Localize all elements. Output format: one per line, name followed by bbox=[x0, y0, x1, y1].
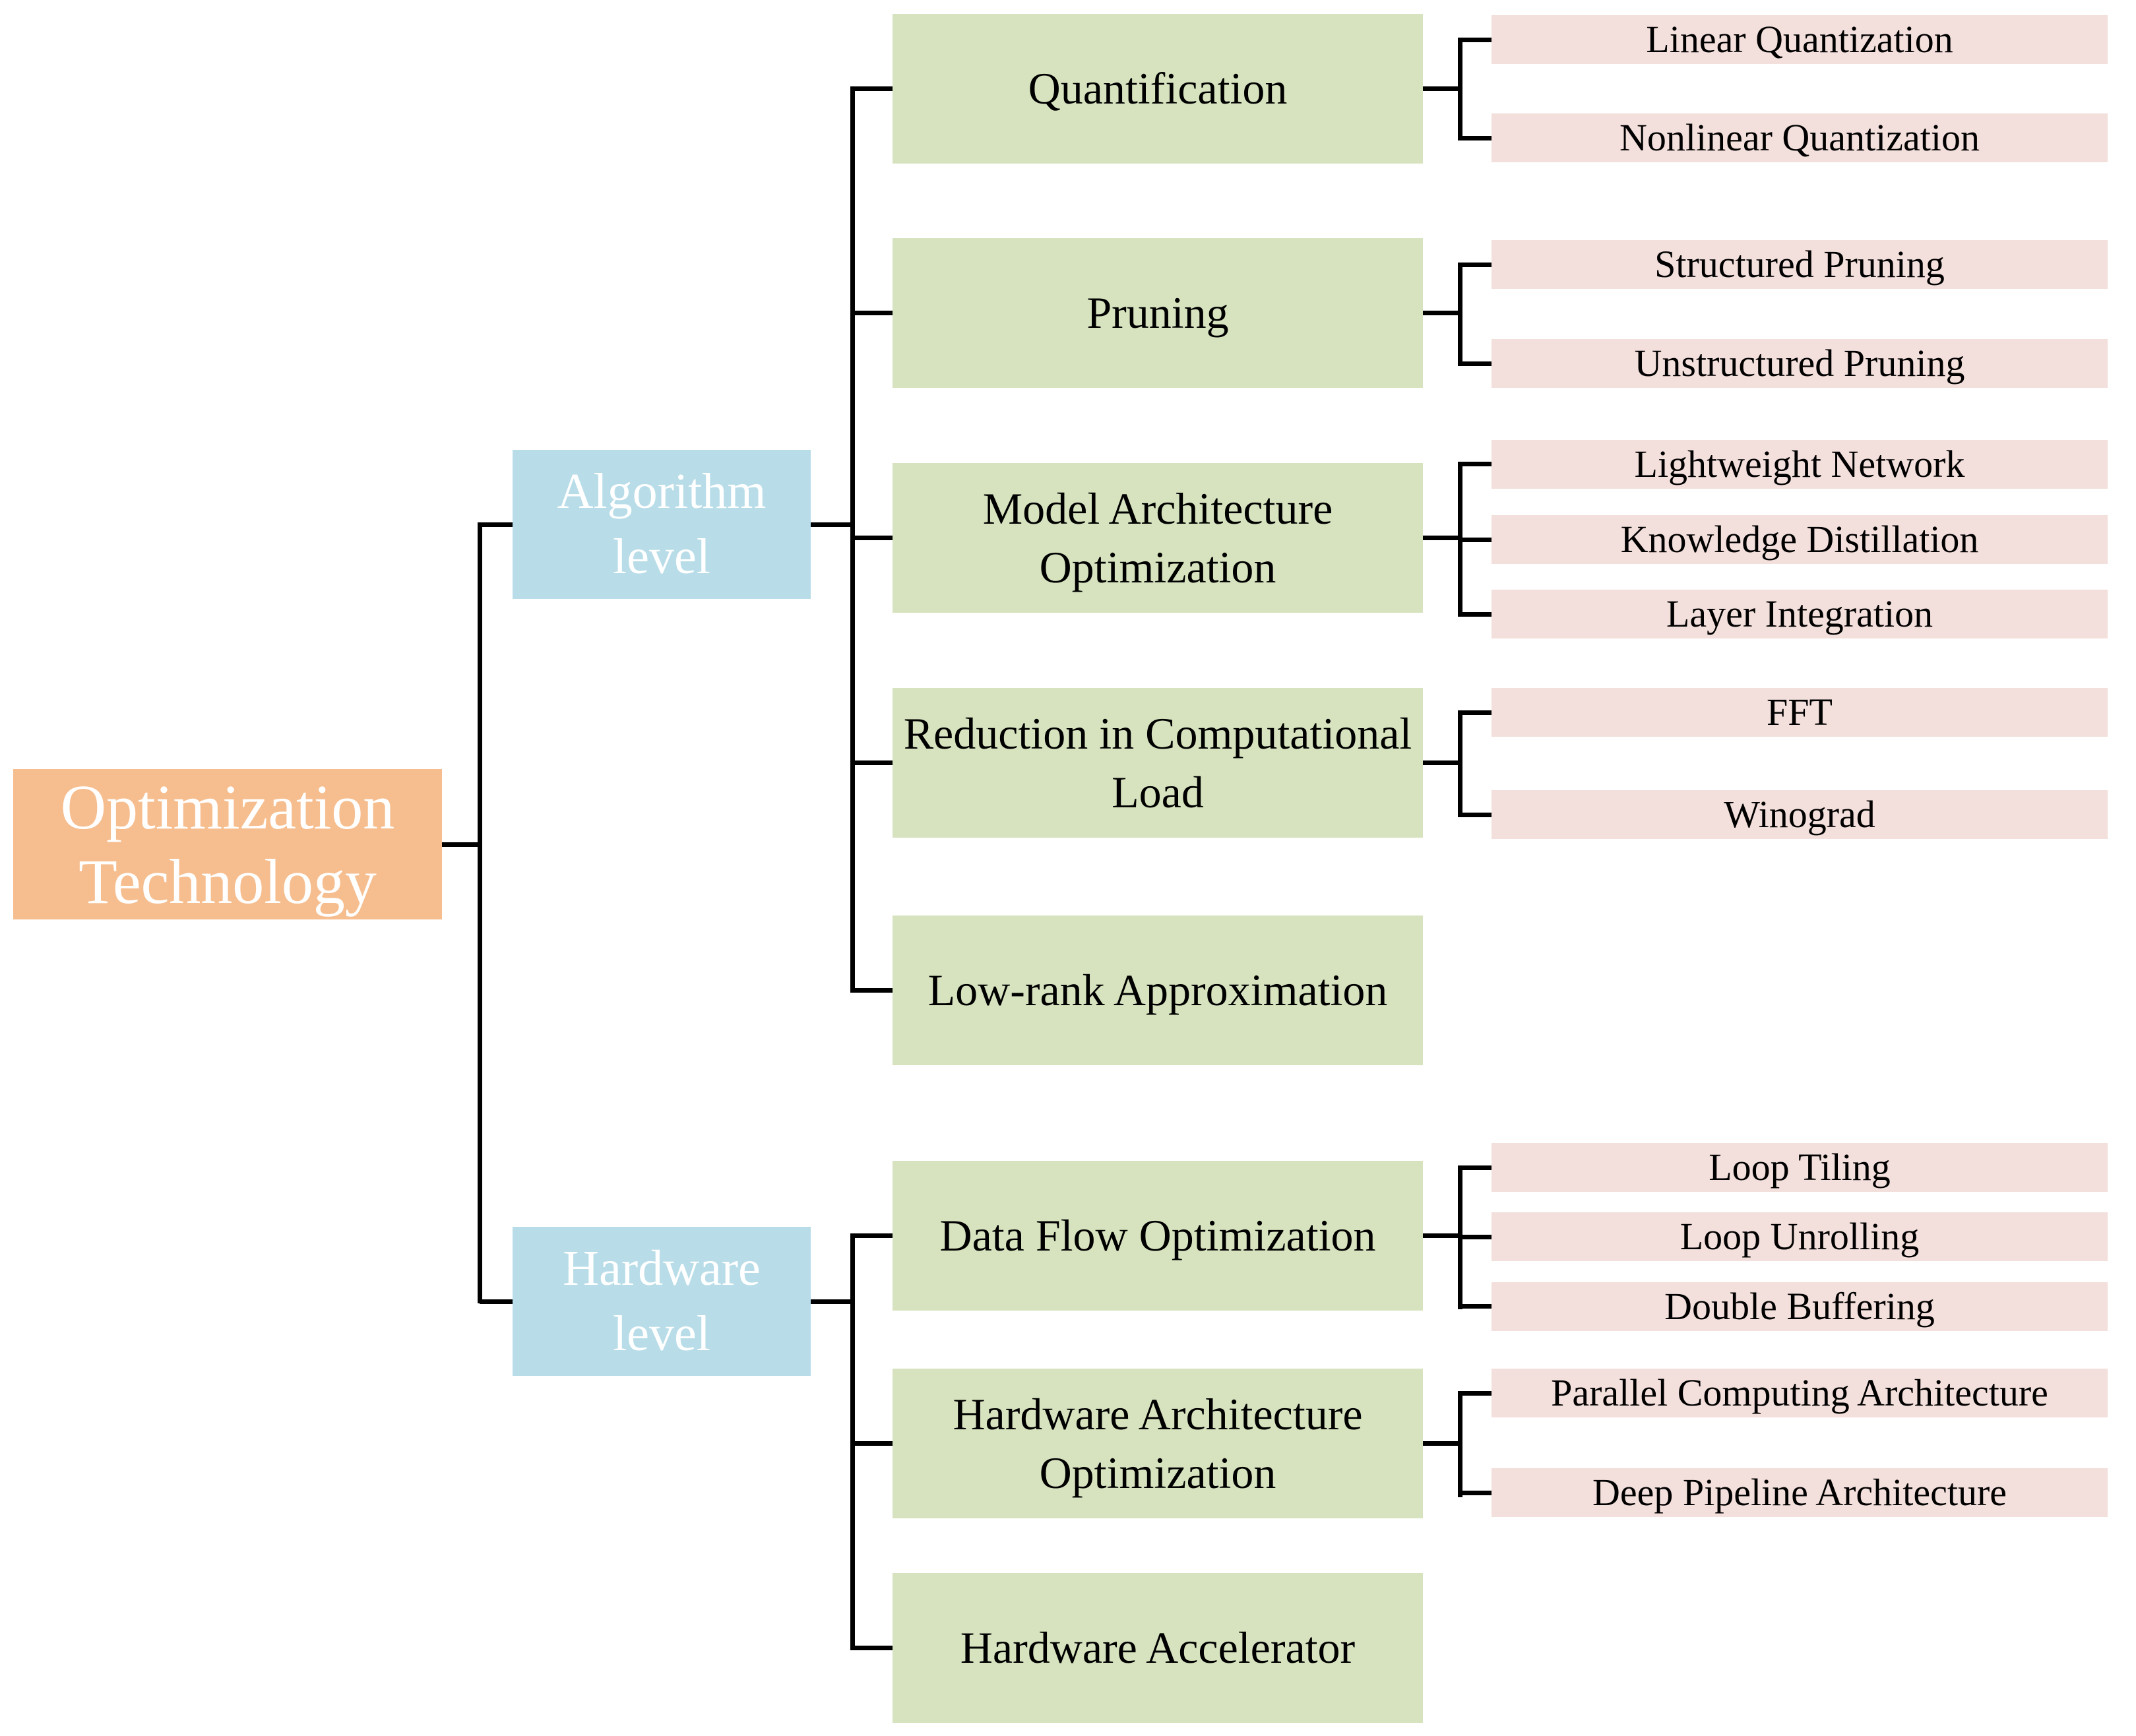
leaf-node-nonlinear-quantization: Nonlinear Quantization bbox=[1492, 113, 2108, 162]
connector-line bbox=[1462, 813, 1492, 817]
connector-line bbox=[1462, 38, 1492, 42]
connector-line bbox=[480, 522, 513, 527]
branch-node-low-rank-approximation: Low-rank Approximation bbox=[893, 915, 1423, 1065]
leaf-node-lightweight-network: Lightweight Network bbox=[1492, 440, 2108, 489]
branch-node-hardware-architecture-optimization: Hardware Architecture Optimization bbox=[893, 1369, 1423, 1518]
branch-node-quantification: Quantification bbox=[893, 14, 1423, 164]
connector-line bbox=[480, 1299, 513, 1304]
leaf-node-double-buffering: Double Buffering bbox=[1492, 1282, 2108, 1331]
connector-line bbox=[852, 536, 893, 540]
connector-line bbox=[852, 1646, 893, 1650]
connector-line bbox=[1410, 536, 1462, 540]
connector-line bbox=[852, 86, 893, 91]
connector-line bbox=[1410, 760, 1462, 765]
connector-line bbox=[1458, 710, 1462, 817]
connector-line bbox=[852, 988, 893, 993]
connector-line bbox=[1462, 263, 1492, 267]
branch-node-model-architecture-optimization: Model Architecture Optimization bbox=[893, 463, 1423, 613]
connector-line bbox=[1410, 86, 1462, 91]
connector-line bbox=[1462, 538, 1492, 542]
connector-line bbox=[1458, 1165, 1462, 1309]
connector-line bbox=[1410, 311, 1462, 315]
connector-line bbox=[478, 522, 482, 1303]
leaf-node-structured-pruning: Structured Pruning bbox=[1492, 240, 2108, 289]
connector-line bbox=[1410, 1233, 1462, 1238]
level-node-hardware: Hardware level bbox=[513, 1227, 811, 1376]
connector-line bbox=[852, 760, 893, 765]
leaf-node-knowledge-distillation: Knowledge Distillation bbox=[1492, 515, 2108, 564]
branch-node-hardware-accelerator: Hardware Accelerator bbox=[893, 1573, 1423, 1723]
branch-node-pruning: Pruning bbox=[893, 238, 1423, 388]
connector-line bbox=[1410, 1441, 1462, 1446]
leaf-node-loop-tiling: Loop Tiling bbox=[1492, 1143, 2108, 1192]
connector-line bbox=[1462, 1304, 1492, 1309]
branch-node-reduction-in-computational-load: Reduction in Computational Load bbox=[893, 688, 1423, 838]
connector-line bbox=[1462, 1165, 1492, 1170]
connector-line bbox=[1462, 612, 1492, 617]
leaf-node-unstructured-pruning: Unstructured Pruning bbox=[1492, 339, 2108, 388]
connector-line bbox=[1458, 1391, 1462, 1497]
branch-node-data-flow-optimization: Data Flow Optimization bbox=[893, 1161, 1423, 1311]
leaf-node-loop-unrolling: Loop Unrolling bbox=[1492, 1212, 2108, 1261]
connector-line bbox=[1458, 462, 1462, 617]
leaf-node-linear-quantization: Linear Quantization bbox=[1492, 15, 2108, 64]
leaf-node-deep-pipeline-architecture: Deep Pipeline Architecture bbox=[1492, 1468, 2108, 1517]
connector-line bbox=[811, 1299, 855, 1304]
leaf-node-fft: FFT bbox=[1492, 688, 2108, 737]
leaf-node-winograd: Winograd bbox=[1492, 790, 2108, 839]
connector-line bbox=[1458, 38, 1462, 140]
connector-line bbox=[1462, 361, 1492, 366]
connector-line bbox=[811, 522, 855, 527]
connector-line bbox=[1462, 1391, 1492, 1396]
connector-line bbox=[1462, 462, 1492, 466]
connector-line bbox=[1462, 710, 1492, 715]
connector-line bbox=[852, 311, 893, 315]
level-node-algorithm: Algorithm level bbox=[513, 450, 811, 599]
connector-line bbox=[1458, 263, 1462, 366]
connector-line bbox=[852, 1233, 893, 1238]
connector-line bbox=[852, 1441, 893, 1446]
leaf-node-layer-integration: Layer Integration bbox=[1492, 590, 2108, 638]
connector-line bbox=[1462, 1491, 1492, 1495]
root-node-optimization-technology: Optimization Technology bbox=[13, 769, 442, 919]
connector-line bbox=[1462, 136, 1492, 140]
connector-line bbox=[1462, 1235, 1492, 1239]
connector-line bbox=[442, 842, 480, 847]
leaf-node-parallel-computing-architecture: Parallel Computing Architecture bbox=[1492, 1369, 2108, 1417]
